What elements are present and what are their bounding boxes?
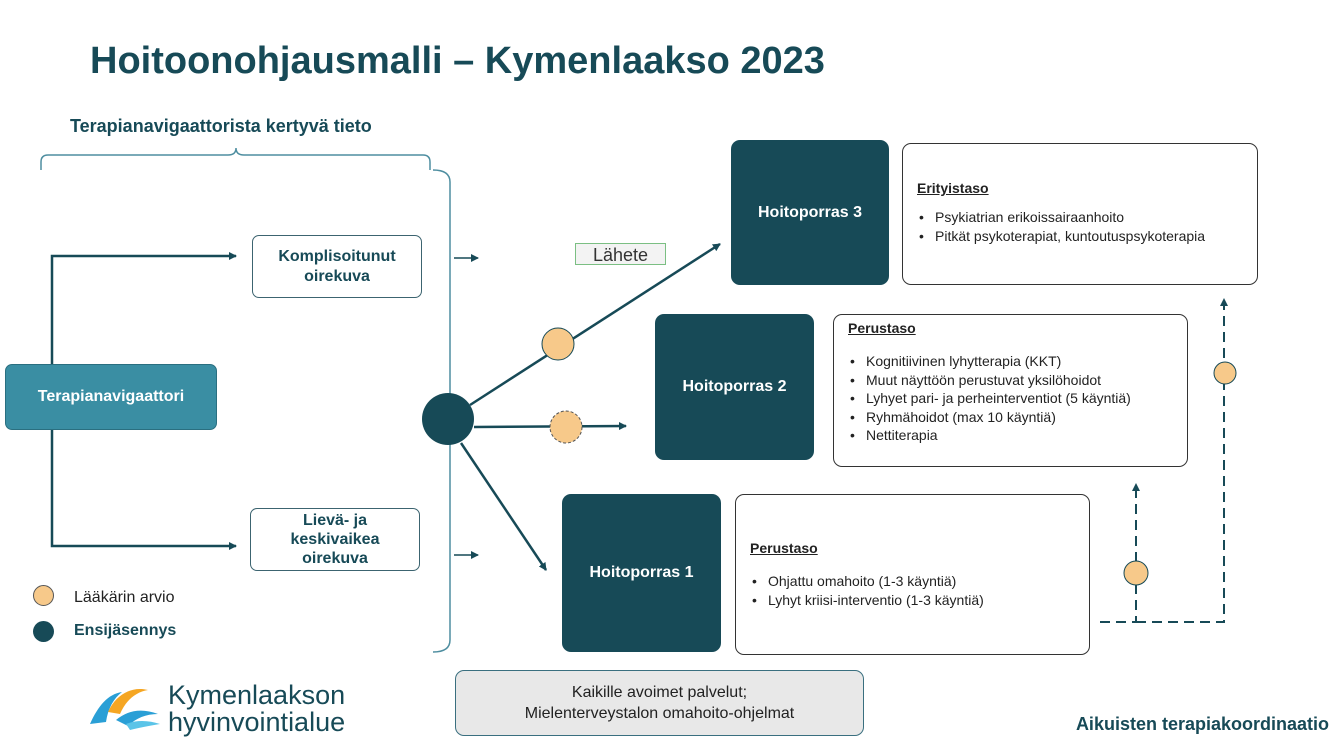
care-service-item: Psykiatrian erikoissairaanhoito bbox=[919, 208, 1243, 227]
organization-logo-text: Kymenlaakson hyvinvointialue bbox=[168, 682, 345, 736]
to-step1-arrow bbox=[459, 442, 548, 571]
care-step-2-description: Perustaso Kognitiivinen lyhytterapia (KK… bbox=[833, 314, 1188, 467]
footer-label: Aikuisten terapiakoordinaatio bbox=[1075, 714, 1329, 734]
legend-triage-dot-icon bbox=[33, 621, 54, 642]
doctor-assessment-dot bbox=[1213, 361, 1237, 385]
escalate-to-step3-dashed-arrow bbox=[1136, 298, 1228, 623]
care-service-item: Kognitiivinen lyhytterapia (KKT) bbox=[850, 352, 1173, 371]
care-service-item: Ohjattu omahoito (1-3 käyntiä) bbox=[752, 572, 1075, 591]
care-service-item: Ryhmähoidot (max 10 käyntiä) bbox=[850, 408, 1173, 427]
organization-logo-icon bbox=[90, 688, 160, 730]
care-step-3-description: Erityistaso Psykiatrian erikoissairaanho… bbox=[902, 143, 1258, 285]
care-service-item: Muut näyttöön perustuvat yksilöhoidot bbox=[850, 371, 1173, 390]
symptom-box-mild: Lievä- ja keskivaikea oirekuva bbox=[250, 508, 420, 571]
care-level-heading: Perustaso bbox=[848, 320, 916, 336]
care-level-heading: Perustaso bbox=[750, 540, 818, 556]
care-step-1: Hoitoporras 1 bbox=[562, 494, 721, 652]
referral-label: Lähete bbox=[575, 243, 666, 265]
page-title: Hoitoonohjausmalli – Kymenlaakso 2023 bbox=[90, 40, 825, 82]
navigator-to-complex-arrow bbox=[50, 252, 237, 364]
symptom-box-complex: Komplisoitunut oirekuva bbox=[252, 235, 422, 298]
doctor-assessment-dot bbox=[541, 327, 575, 361]
open-services-line: Kaikille avoimet palvelut; bbox=[571, 684, 748, 701]
navigator-to-mild-arrow bbox=[50, 430, 237, 550]
care-level-heading: Erityistaso bbox=[917, 180, 989, 196]
care-step-3: Hoitoporras 3 bbox=[731, 140, 889, 285]
legend-first-triage: Ensijäsennys bbox=[74, 622, 177, 639]
escalate-to-step2-dashed-arrow bbox=[1100, 483, 1140, 623]
care-services-list: Psykiatrian erikoissairaanhoito Pitkät p… bbox=[917, 208, 1243, 245]
open-services-line: Mielenterveystalon omahoito-ohjelmat bbox=[524, 705, 795, 722]
legend-doctor-assessment: Lääkärin arvio bbox=[74, 589, 175, 606]
care-step-1-description: Perustaso Ohjattu omahoito (1-3 käyntiä)… bbox=[735, 494, 1090, 655]
care-service-item: Lyhyet pari- ja perheinterventiot (5 käy… bbox=[850, 389, 1173, 408]
logo-line: hyvinvointialue bbox=[168, 707, 346, 737]
open-services-box: Kaikille avoimet palvelut; Mielenterveys… bbox=[455, 670, 864, 736]
legend-doctor-dot-icon bbox=[33, 585, 54, 606]
doctor-assessment-dot bbox=[1123, 560, 1149, 586]
to-step3-arrow bbox=[469, 242, 721, 407]
care-service-item: Nettiterapia bbox=[850, 426, 1173, 445]
care-step-2: Hoitoporras 2 bbox=[655, 314, 814, 460]
navigator-box: Terapianavigaattori bbox=[5, 364, 217, 430]
info-subtitle: Terapianavigaattorista kertyvä tieto bbox=[70, 116, 372, 136]
logo-line: Kymenlaakson bbox=[168, 680, 346, 710]
care-services-list: Kognitiivinen lyhytterapia (KKT) Muut nä… bbox=[848, 352, 1173, 445]
first-triage-node bbox=[422, 393, 474, 445]
care-service-item: Lyhyt kriisi-interventio (1-3 käyntiä) bbox=[752, 591, 1075, 610]
top-brace bbox=[40, 147, 431, 170]
care-service-item: Pitkät psykoterapiat, kuntoutuspsykotera… bbox=[919, 227, 1243, 246]
care-services-list: Ohjattu omahoito (1-3 käyntiä) Lyhyt kri… bbox=[750, 572, 1075, 609]
doctor-assessment-dot bbox=[549, 410, 583, 444]
